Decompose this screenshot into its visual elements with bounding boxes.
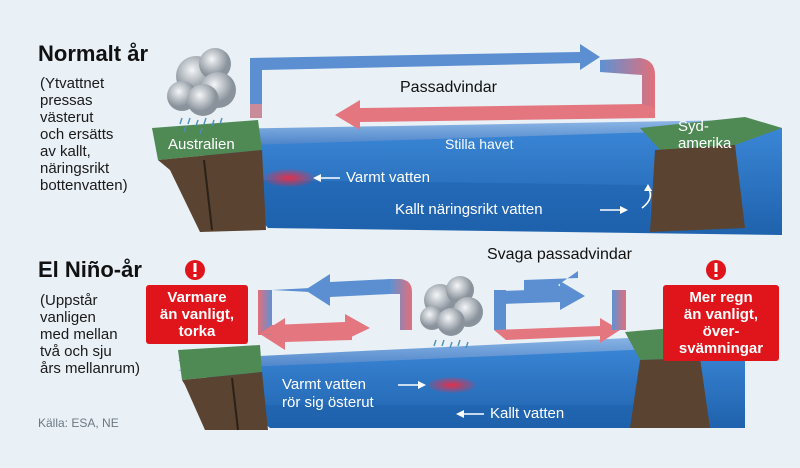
weak-wind-loop-left [272, 279, 330, 292]
normal-panel [152, 44, 782, 235]
weak-wind-loop-right [500, 281, 585, 310]
rain-cloud-icon [420, 276, 483, 349]
source-note: Källa: ESA, NE [38, 416, 119, 430]
south-america-label: Syd- amerika [678, 118, 732, 152]
arrow-icon [313, 174, 340, 182]
south-america-land-normal [640, 117, 782, 150]
trade-wind-loop-normal [250, 44, 600, 104]
normal-wind-label: Passadvindar [400, 79, 497, 96]
trade-wind-return-normal [335, 100, 655, 130]
normal-subtitle: (Ytvattnet pressas västerut och ersätts … [40, 75, 128, 194]
warning-icon [706, 260, 726, 280]
elnino-warm-water-label: Varmt vatten rör sig österut [282, 376, 374, 411]
elnino-title: El Niño-år [38, 257, 142, 282]
arrow-icon [398, 381, 426, 389]
normal-ocean-label: Stilla havet [445, 136, 514, 152]
elnino-wind-label: Svaga passadvindar [487, 246, 632, 263]
ocean-surface-normal [160, 120, 782, 150]
right-warning-box: Mer regn än vanligt, över- svämningar [663, 285, 779, 361]
warm-water-normal [263, 169, 315, 187]
australia-land-elnino [178, 345, 262, 380]
australia-label-normal: Australien [168, 136, 235, 153]
arrow-icon [600, 206, 628, 214]
elnino-subtitle: (Uppstår vanligen med mellan två och sju… [40, 292, 141, 377]
australia-land-normal [152, 120, 262, 160]
normal-cold-water-label: Kallt näringsrikt vatten [395, 201, 543, 218]
rain-cloud-icon [167, 48, 236, 135]
left-warning-box: Varmare än vanligt, torka [146, 285, 248, 344]
elnino-cold-water-label: Kallt vatten [490, 405, 565, 422]
normal-warm-water-label: Varmt vatten [346, 169, 430, 186]
arrow-icon [456, 410, 484, 418]
elnino-panel [178, 260, 745, 431]
warm-water-elnino [428, 377, 476, 393]
warning-icon [185, 260, 205, 280]
normal-title: Normalt år [38, 41, 149, 66]
